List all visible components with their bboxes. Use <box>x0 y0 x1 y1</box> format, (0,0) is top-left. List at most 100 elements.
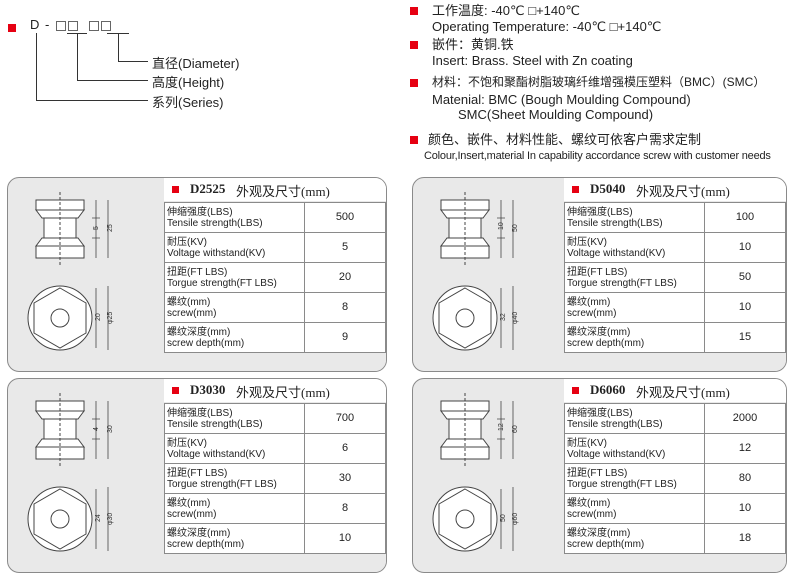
bracket-line <box>118 61 148 62</box>
top-view-drawing <box>432 486 498 552</box>
legend-diameter: 直径(Diameter) <box>152 56 240 71</box>
spec-row: 螺纹深度(mm)screw depth(mm)9 <box>164 322 386 353</box>
spec-bullet <box>410 136 418 144</box>
dim-b: 50 <box>512 224 519 232</box>
top-view-drawing <box>27 285 93 351</box>
side-view-drawing <box>35 192 85 266</box>
spec-value-cell: 18 <box>704 523 786 554</box>
spec-value-cell: 10 <box>704 493 786 524</box>
spec-material-en1: Matenial: BMC (Bough Moulding Compound) <box>432 92 691 107</box>
spec-label-cn: 螺纹深度(mm) <box>167 326 231 338</box>
code-box <box>67 20 78 31</box>
spec-custom-cn: 颜色、嵌件、材料性能、螺纹可依客户需求定制 <box>428 132 702 147</box>
spec-label-en: Tensile strength(LBS) <box>567 217 663 229</box>
spec-label-cn: 伸缩强度(LBS) <box>167 206 233 218</box>
spec-row: 螺纹(mm)screw(mm)8 <box>164 292 386 323</box>
bracket-line <box>77 80 148 81</box>
side-view-drawing <box>440 192 490 266</box>
spec-label-cn: 螺纹深度(mm) <box>567 326 631 338</box>
spec-value-cell: 30 <box>304 463 386 494</box>
title-bullet <box>172 387 179 394</box>
spec-value-cell: 100 <box>704 202 786 233</box>
spec-value-cell: 50 <box>704 262 786 293</box>
spec-label-cn: 螺纹(mm) <box>567 296 611 308</box>
spec-label-en: Voltage withstand(KV) <box>567 247 666 259</box>
spec-value-cell: 6 <box>304 433 386 464</box>
spec-label-cell: 扭距(FT LBS)Torgue strength(FT LBS) <box>164 262 305 293</box>
spec-label-en: Tensile strength(LBS) <box>567 418 663 430</box>
dim-c: 20 <box>95 313 102 321</box>
dim-d: φ40 <box>512 312 519 324</box>
spec-row: 伸缩强度(LBS)Tensile strength(LBS)700 <box>164 403 386 434</box>
spec-label-cell: 螺纹(mm)screw(mm) <box>564 493 705 524</box>
spec-label-en: Torgue strength(FT LBS) <box>167 277 277 289</box>
dim-a: 4 <box>93 427 100 431</box>
spec-bullet <box>410 7 418 15</box>
model-desc: 外观及尺寸(mm) <box>236 385 330 400</box>
spec-insert-en: Insert: Brass. Steel with Zn coating <box>432 53 633 68</box>
spec-label-cn: 耐压(KV) <box>567 236 607 248</box>
dim-d: φ25 <box>107 312 114 324</box>
spec-value-cell: 15 <box>704 322 786 353</box>
spec-row: 伸缩强度(LBS)Tensile strength(LBS)100 <box>564 202 786 233</box>
spec-row: 扭距(FT LBS)Torgue strength(FT LBS)80 <box>564 463 786 494</box>
dim-b: 30 <box>107 425 114 433</box>
spec-label-cell: 伸缩强度(LBS)Tensile strength(LBS) <box>564 403 705 434</box>
spec-label-cn: 耐压(KV) <box>567 437 607 449</box>
dim-c: 32 <box>500 313 507 321</box>
spec-row: 耐压(KV)Voltage withstand(KV)6 <box>164 433 386 464</box>
spec-label-cell: 螺纹(mm)screw(mm) <box>564 292 705 323</box>
spec-row: 螺纹(mm)screw(mm)8 <box>164 493 386 524</box>
title-bullet <box>572 387 579 394</box>
spec-label-en: Tensile strength(LBS) <box>167 217 263 229</box>
spec-value-cell: 9 <box>304 322 386 353</box>
spec-label-cell: 伸缩强度(LBS)Tensile strength(LBS) <box>564 202 705 233</box>
dim-d: φ60 <box>512 513 519 525</box>
spec-row: 螺纹(mm)screw(mm)10 <box>564 292 786 323</box>
spec-temp-en: Operating Temperature: -40℃ □+140℃ <box>432 19 662 34</box>
dim-a: 10 <box>498 222 505 230</box>
spec-label-cell: 耐压(KV)Voltage withstand(KV) <box>564 232 705 263</box>
bracket-line <box>36 100 148 101</box>
legend-bullet <box>8 24 16 32</box>
spec-insert-cn: 嵌件：黄铜.铁 <box>432 37 514 52</box>
dim-a: 12 <box>498 423 505 431</box>
spec-label-en: screw depth(mm) <box>567 337 645 349</box>
spec-label-cn: 耐压(KV) <box>167 236 207 248</box>
spec-label-en: Voltage withstand(KV) <box>167 448 266 460</box>
spec-label-en: screw(mm) <box>567 508 617 520</box>
model-desc: 外观及尺寸(mm) <box>636 184 730 199</box>
drawing-area: 10 50 32 φ40 <box>413 178 563 371</box>
spec-label-cell: 螺纹深度(mm)screw depth(mm) <box>164 322 305 353</box>
spec-label-cell: 扭距(FT LBS)Torgue strength(FT LBS) <box>164 463 305 494</box>
spec-material-en2: SMC(Sheet Moulding Compound) <box>458 107 654 122</box>
spec-custom-en: Colour,Insert,material In capability acc… <box>424 150 771 162</box>
model-code: D6060 <box>590 382 626 397</box>
spec-row: 螺纹深度(mm)screw depth(mm)10 <box>164 523 386 554</box>
spec-label-cell: 螺纹(mm)screw(mm) <box>164 292 305 323</box>
side-view-drawing <box>35 393 85 467</box>
spec-row: 扭距(FT LBS)Torgue strength(FT LBS)30 <box>164 463 386 494</box>
spec-value-cell: 10 <box>304 523 386 554</box>
spec-bullet <box>410 79 418 87</box>
spec-label-cn: 螺纹深度(mm) <box>167 527 231 539</box>
code-box <box>101 20 112 31</box>
spec-label-cell: 螺纹深度(mm)screw depth(mm) <box>164 523 305 554</box>
spec-label-cn: 螺纹深度(mm) <box>567 527 631 539</box>
spec-row: 耐压(KV)Voltage withstand(KV)5 <box>164 232 386 263</box>
spec-row: 扭距(FT LBS)Torgue strength(FT LBS)50 <box>564 262 786 293</box>
